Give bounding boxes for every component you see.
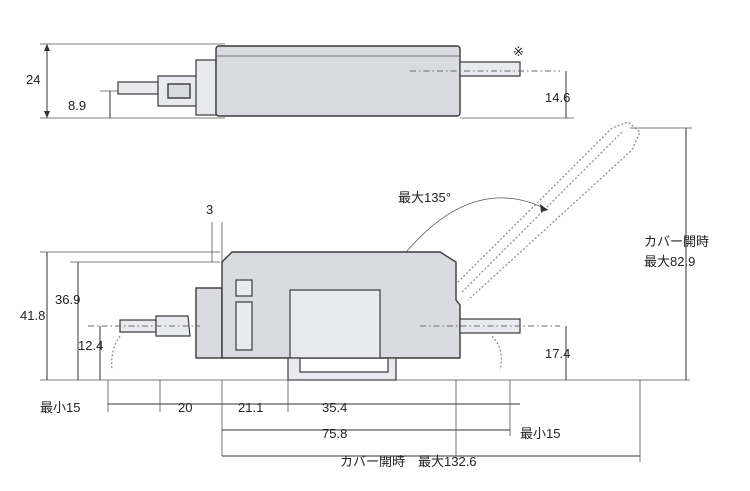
label-12-4: 12.4 <box>78 338 103 353</box>
label-min15-left: 最小15 <box>40 400 80 415</box>
label-24: 24 <box>26 72 40 87</box>
label-41-8: 41.8 <box>20 308 45 323</box>
side-view <box>40 121 692 462</box>
label-8-9: 8.9 <box>68 98 86 113</box>
note-mark: ※ <box>513 44 524 59</box>
label-21-1: 21.1 <box>238 400 263 415</box>
label-14-6: 14.6 <box>545 90 570 105</box>
label-min15-right: 最小15 <box>520 426 560 441</box>
label-cover-open: カバー開時 <box>644 234 709 249</box>
label-17-4: 17.4 <box>545 346 570 361</box>
label-cover-open-max: カバー開時 最大132.6 <box>340 454 477 469</box>
label-max82-9: 最大82.9 <box>644 254 695 269</box>
label-75-8: 75.8 <box>322 426 347 441</box>
label-3: 3 <box>206 202 213 217</box>
label-35-4: 35.4 <box>322 400 347 415</box>
label-max135: 最大135° <box>398 190 451 205</box>
label-36-9: 36.9 <box>55 292 80 307</box>
top-view <box>40 43 574 119</box>
label-20: 20 <box>178 400 192 415</box>
